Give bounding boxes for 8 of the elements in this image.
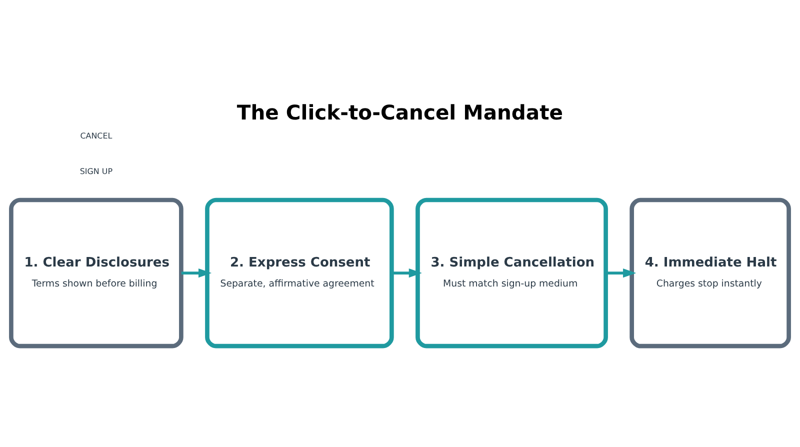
node-box: 2. Express Consent Separate, affirmative agreement	[205, 198, 394, 348]
arrow	[392, 268, 422, 278]
arrow	[606, 268, 636, 278]
diagram-title: The Click-to-Cancel Mandate	[236, 100, 563, 124]
arrow	[181, 268, 212, 278]
node-box: 4. Immediate Halt Charges stop instantly	[630, 198, 791, 348]
node-box: 1. Clear Disclosures Terms shown before billing	[9, 198, 184, 348]
node-box: 3. Simple Cancellation Must match sign-up medium	[416, 198, 608, 348]
